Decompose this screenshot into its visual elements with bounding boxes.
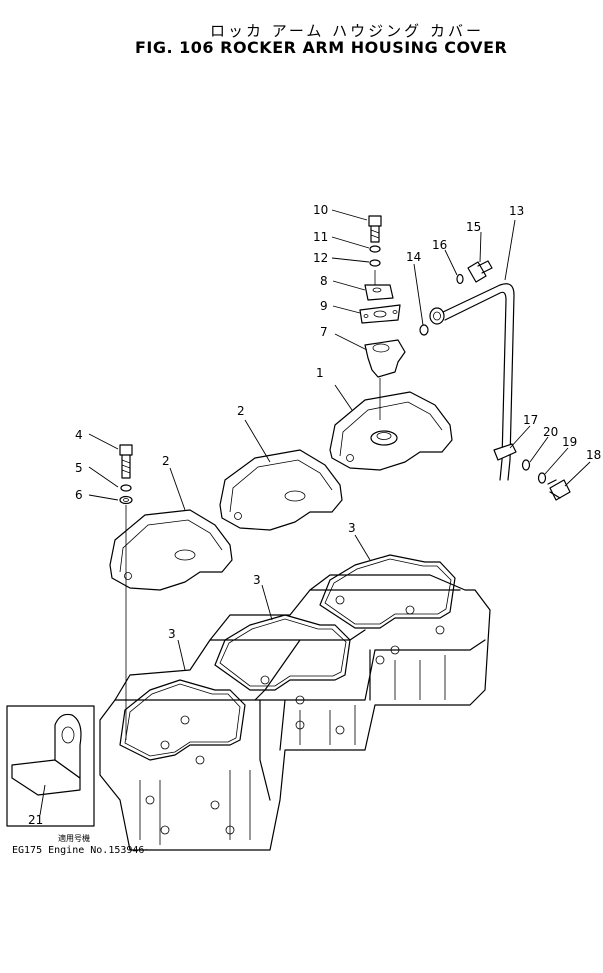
breather-tube-assembly [419,260,571,501]
callout-4: 4 [75,428,83,442]
bolt-stack-left [119,444,133,740]
inset-bracket-21 [6,705,95,827]
callout-3: 3 [253,573,261,587]
callout-1: 1 [316,366,324,380]
callout-8: 8 [320,274,328,288]
callout-13: 13 [509,204,524,218]
callout-14: 14 [406,250,421,264]
callout-11: 11 [313,230,328,244]
callout-3: 3 [348,521,356,535]
title-english: FIG. 106 ROCKER ARM HOUSING COVER [135,38,508,57]
callout-19: 19 [562,435,577,449]
gasket-front [119,679,246,761]
callout-2: 2 [162,454,170,468]
cover-rear-with-breather [329,391,453,471]
cover-middle [219,449,343,531]
callout-18: 18 [586,448,601,462]
callout-2: 2 [237,404,245,418]
callout-20: 20 [543,425,558,439]
gasket-middle [214,614,351,691]
leader-lines [39,209,591,816]
callout-17: 17 [523,413,538,427]
callout-21: 21 [28,813,43,827]
callout-12: 12 [313,251,328,265]
callout-15: 15 [466,220,481,234]
footnote-japanese: 適用号機 [58,834,90,843]
footnote-english: EG175 Engine No.153946~ [12,845,151,856]
title-japanese: ロッカ アーム ハウジング カバー [210,22,484,40]
breather-stack [359,215,406,420]
cylinder-head-block [99,574,491,851]
callout-10: 10 [313,203,328,217]
cover-front [109,509,233,591]
callout-9: 9 [320,299,328,313]
callout-16: 16 [432,238,447,252]
callout-7: 7 [320,325,328,339]
gasket-rear [319,554,456,629]
callout-6: 6 [75,488,83,502]
callout-labels: 1 2 2 3 3 3 4 5 6 7 8 9 10 11 12 13 14 1… [28,203,601,827]
callout-3: 3 [168,627,176,641]
callout-5: 5 [75,461,83,475]
